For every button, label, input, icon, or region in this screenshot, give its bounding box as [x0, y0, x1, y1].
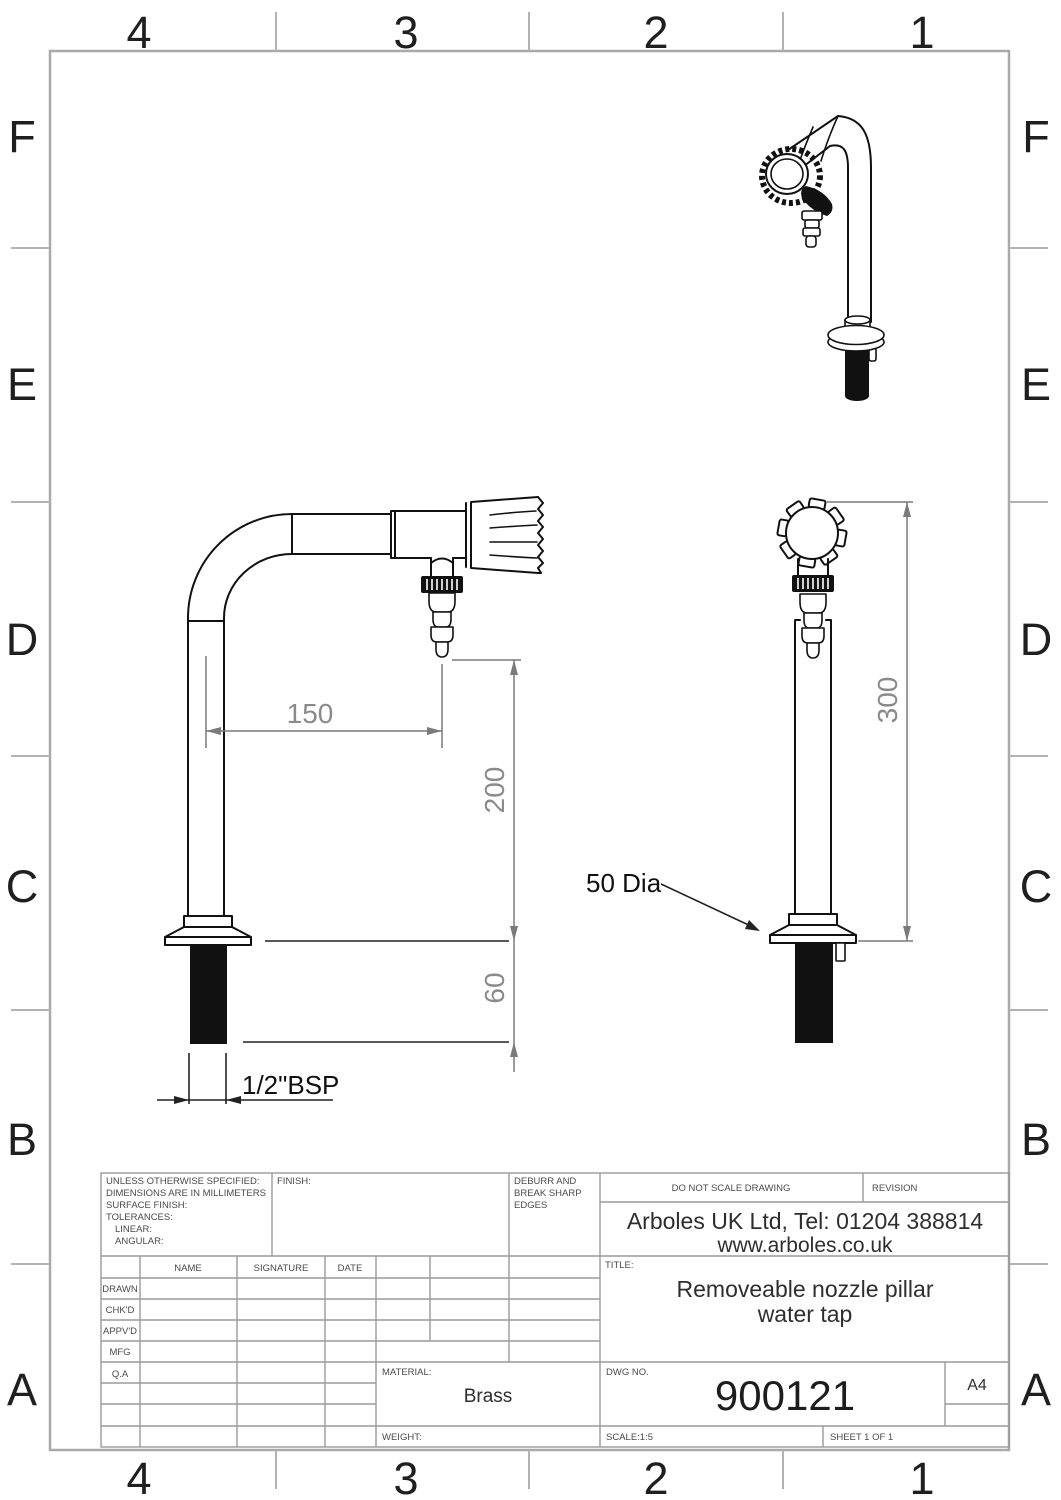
row-label-left-c: C — [6, 861, 39, 912]
title-block-grid — [100, 1172, 1010, 1448]
material-label: MATERIAL: — [382, 1367, 431, 1378]
knob-serration — [759, 146, 823, 206]
drawing-title-line2: water tap — [757, 1301, 853, 1327]
dwg-no-label: DWG NO. — [606, 1367, 649, 1378]
side-knurled-ring — [791, 574, 835, 593]
sheet-label: SHEET 1 OF 1 — [830, 1432, 893, 1443]
revision-label: REVISION — [872, 1183, 918, 1194]
col-label-top-4: 4 — [126, 7, 151, 58]
col-header-signature: SIGNATURE — [254, 1263, 309, 1274]
row-label-drawn: DRAWN — [102, 1284, 138, 1295]
deburr-line: BREAK SHARP — [514, 1188, 582, 1199]
scale-label: SCALE:1:5 — [606, 1432, 653, 1443]
front-knurled-ring — [420, 575, 464, 594]
material-value: Brass — [464, 1386, 513, 1407]
row-label-right-e: E — [1021, 359, 1051, 410]
side-threaded-shank — [795, 943, 833, 1043]
spec-line: ANGULAR: — [115, 1236, 164, 1247]
row-label-qa: Q.A — [112, 1369, 129, 1380]
knob-grip-serration — [537, 496, 544, 574]
row-label-right-c: C — [1020, 861, 1053, 912]
isometric-view — [759, 115, 885, 401]
col-label-top-1: 1 — [909, 7, 934, 58]
col-header-name: NAME — [174, 1263, 201, 1274]
front-nozzle-barb — [428, 592, 456, 658]
approval-table: NAME SIGNATURE DATE DRAWN CHK'D APPV'D M… — [102, 1263, 362, 1380]
row-label-left-a: A — [7, 1364, 37, 1415]
col-label-bottom-1: 1 — [909, 1453, 934, 1500]
row-label-right-a: A — [1021, 1364, 1051, 1415]
side-flange — [769, 913, 857, 944]
title-block: UNLESS OTHERWISE SPECIFIED: DIMENSIONS A… — [100, 1172, 1010, 1448]
front-dimensions: 150 200 60 1/2"BSP — [157, 656, 521, 1104]
tolerance-note: UNLESS OTHERWISE SPECIFIED: DIMENSIONS A… — [106, 1176, 266, 1247]
side-knob — [776, 497, 848, 569]
company-name: Arboles UK Ltd, Tel: 01204 388814 — [627, 1208, 984, 1234]
row-label-appvd: APPV'D — [103, 1326, 137, 1337]
spec-line: DIMENSIONS ARE IN MILLIMETERS — [106, 1188, 266, 1199]
row-label-right-d: D — [1020, 614, 1053, 665]
col-label-bottom-3: 3 — [393, 1453, 418, 1500]
deburr-line: EDGES — [514, 1200, 547, 1211]
side-retaining-pin — [835, 942, 846, 962]
weight-label: WEIGHT: — [382, 1432, 422, 1443]
spec-line: LINEAR: — [115, 1224, 152, 1235]
side-nozzle-barb — [799, 593, 827, 659]
col-label-bottom-4: 4 — [126, 1453, 151, 1500]
company-website: www.arboles.co.uk — [716, 1234, 893, 1257]
iso-nozzle-barb — [801, 210, 823, 248]
spec-line: UNLESS OTHERWISE SPECIFIED: — [106, 1176, 259, 1187]
front-flange — [164, 915, 252, 946]
finish-label: FINISH: — [277, 1176, 311, 1187]
row-label-left-b: B — [7, 1114, 37, 1165]
front-view — [164, 496, 544, 1044]
col-header-date: DATE — [338, 1263, 363, 1274]
dim-thread-size: 1/2"BSP — [242, 1070, 339, 1100]
front-threaded-shank — [190, 945, 227, 1044]
dim-thread-length: 60 — [479, 972, 510, 1003]
row-label-chkd: CHK'D — [106, 1305, 135, 1316]
dim-reach: 150 — [287, 698, 334, 729]
deburr-line: DEBURR AND — [514, 1176, 576, 1187]
spec-line: TOLERANCES: — [106, 1212, 173, 1223]
sheet-frame — [11, 12, 1048, 1489]
deburr-note: DEBURR AND BREAK SHARP EDGES — [514, 1176, 582, 1211]
row-label-left-e: E — [7, 359, 37, 410]
paper-size: A4 — [967, 1377, 987, 1394]
row-label-right-b: B — [1021, 1114, 1051, 1165]
side-view — [769, 497, 857, 1043]
spec-line: SURFACE FINISH: — [106, 1200, 187, 1211]
title-label: TITLE: — [605, 1260, 634, 1271]
row-label-left-d: D — [6, 614, 39, 665]
col-label-bottom-2: 2 — [643, 1453, 668, 1500]
dim-overall-height: 300 — [872, 677, 903, 724]
row-label-right-f: F — [1022, 111, 1050, 162]
col-label-top-3: 3 — [393, 7, 418, 58]
side-dimensions: 300 50 Dia — [586, 501, 913, 942]
row-label-left-f: F — [8, 111, 36, 162]
dwg-number: 900121 — [715, 1372, 855, 1419]
iso-knurled-ring — [801, 186, 833, 216]
col-label-top-2: 2 — [643, 7, 668, 58]
dim-height-above: 200 — [479, 767, 510, 814]
dim-flange-dia: 50 Dia — [586, 868, 662, 898]
row-label-mfg: MFG — [109, 1347, 130, 1358]
zone-labels: 4 3 2 1 4 3 2 1 F E D C B A F E D C B A — [6, 7, 1053, 1500]
drawing-title-line1: Removeable nozzle pillar — [677, 1276, 934, 1302]
do-not-scale-note: DO NOT SCALE DRAWING — [672, 1183, 791, 1194]
